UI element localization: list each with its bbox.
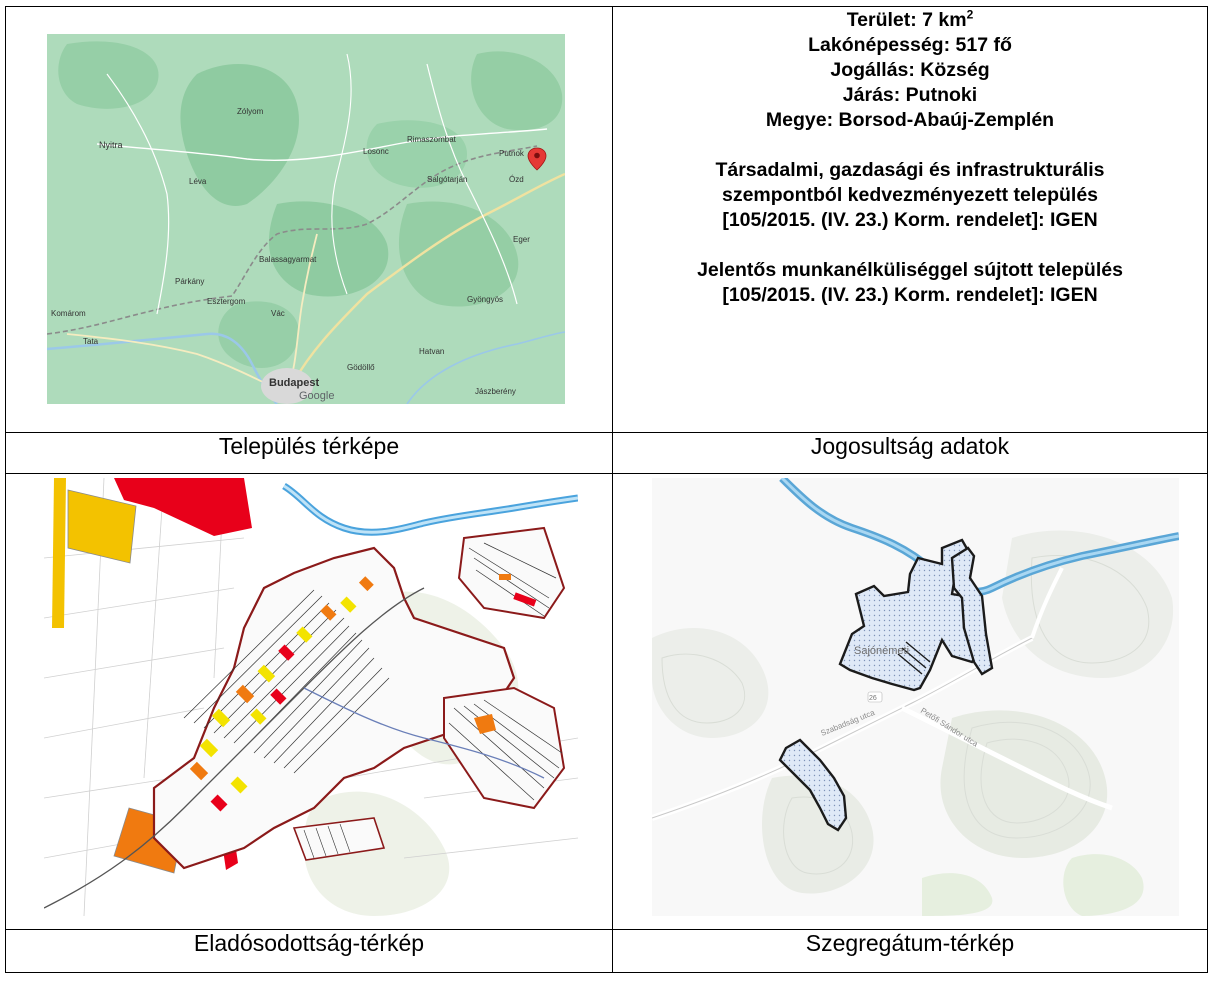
segregation-map-village-label: Sajónémeti: [854, 645, 909, 657]
status-line: Jogállás: Község: [830, 59, 990, 81]
caption-settlement-map: Település térképe: [5, 432, 613, 474]
map-label-eger: Eger: [513, 235, 530, 244]
map-label-hatvan: Hatvan: [419, 347, 444, 356]
district-line: Járás: Putnoki: [842, 84, 978, 106]
map-label-rimaszombat: Rimaszombat: [407, 135, 457, 144]
caption-debt-map: Eladósodottság-térkép: [5, 929, 613, 973]
debt-map-cell: [5, 473, 613, 930]
segregation-map-road-number: 26: [869, 695, 877, 702]
eligibility-info-cell: Terület: 7 km2 Lakónépesség: 517 fő Jogá…: [612, 6, 1208, 433]
map-label-salgotarjan: Salgótarján: [427, 175, 467, 184]
overview-map-cell: Budapest Nyitra Losonc Salgótarján Eger …: [5, 6, 613, 433]
map-label-ozd: Ózd: [509, 175, 524, 184]
population-line: Lakónépesség: 517 fő: [808, 34, 1012, 56]
map-label-nyitra: Nyitra: [99, 140, 123, 150]
map-label-budapest: Budapest: [269, 377, 319, 389]
unemployment-line-2: [105/2015. (IV. 23.) Korm. rendelet]: IG…: [722, 284, 1098, 306]
map-label-losonc: Losonc: [363, 147, 389, 156]
caption-segregation-map: Szegregátum-térkép: [612, 929, 1208, 973]
map-label-putnok: Putnok: [499, 149, 525, 158]
map-label-levice: Léva: [189, 177, 207, 186]
eligibility-info: Terület: 7 km2 Lakónépesség: 517 fő Jogá…: [613, 7, 1207, 308]
favoured-line-2: szempontból kedvezményezett település: [721, 184, 1099, 206]
favoured-line-1: Társadalmi, gazdasági és infrastrukturál…: [715, 159, 1105, 181]
map-label-gyongyos: Gyöngyös: [467, 295, 503, 304]
document-page: Budapest Nyitra Losonc Salgótarján Eger …: [5, 6, 1208, 979]
segregation-map-cell: Sajónémeti Petőfi Sándor utca Szabadság …: [612, 473, 1208, 930]
overview-map: Budapest Nyitra Losonc Salgótarján Eger …: [46, 34, 566, 405]
map-label-vac: Vác: [271, 309, 285, 318]
location-marker-icon: [527, 147, 547, 171]
area-line: Terület: 7 km2: [846, 7, 974, 32]
unemployment-line-1: Jelentős munkanélküliséggel sújtott tele…: [697, 259, 1123, 281]
map-label-sturovo: Párkány: [175, 277, 204, 286]
google-logo: Google: [299, 390, 334, 402]
map-label-esztergom: Esztergom: [207, 297, 246, 306]
caption-eligibility: Jogosultság adatok: [612, 432, 1208, 474]
map-label-zvolen: Zólyom: [237, 107, 264, 116]
map-label-tata: Tata: [83, 337, 99, 346]
map-label-komarno: Komárom: [51, 309, 86, 318]
favoured-line-3: [105/2015. (IV. 23.) Korm. rendelet]: IG…: [722, 209, 1098, 231]
map-label-jaszbereny: Jászberény: [475, 387, 516, 396]
map-label-godollo: Gödöllő: [347, 363, 375, 372]
map-label-balassagyarmat: Balassagyarmat: [259, 255, 317, 264]
debt-map: [43, 477, 579, 917]
segregation-map: Sajónémeti Petőfi Sándor utca Szabadság …: [651, 475, 1180, 916]
info-table: Budapest Nyitra Losonc Salgótarján Eger …: [5, 6, 1208, 973]
county-line: Megye: Borsod-Abaúj-Zemplén: [765, 109, 1055, 131]
